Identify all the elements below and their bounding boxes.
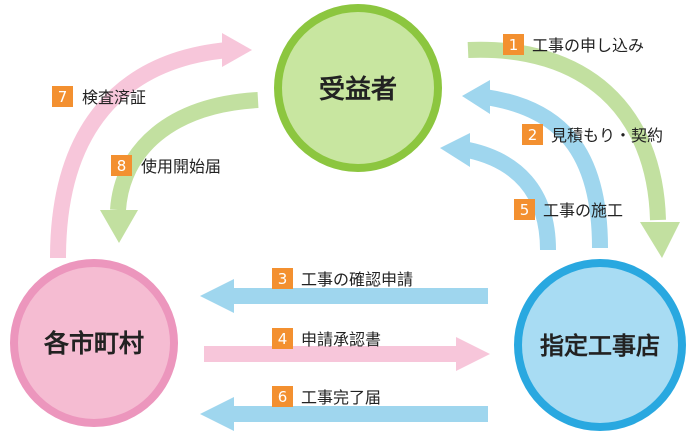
node-beneficiary-label: 受益者 [319,74,397,105]
step-3-number: 3 [278,270,288,288]
step-6-label: 工事完了届 [301,388,381,407]
node-contractor-label: 指定工事店 [540,332,660,360]
arrow-step-6 [200,397,488,431]
step-5-number: 5 [520,201,530,219]
step-3-label: 工事の確認申請 [301,270,413,289]
step-5-badge [514,199,535,220]
step-2-badge [522,124,543,145]
step-8-label: 使用開始届 [141,157,221,176]
step-6: 6 工事完了届 [272,386,381,407]
step-7-badge [52,86,73,107]
step-6-number: 6 [278,388,288,406]
step-2-label: 見積もり・契約 [551,126,663,145]
step-4-badge [272,328,293,349]
step-4: 4 申請承認書 [272,328,381,349]
arrow-step-5 [440,133,556,251]
step-3-badge [272,268,293,289]
step-2: 2 見積もり・契約 [522,124,663,145]
step-1-badge [503,34,524,55]
node-contractor: 指定工事店 [514,259,686,431]
step-8-badge [111,155,132,176]
node-municipality-label: 各市町村 [43,329,144,358]
arrow-step-2 [462,80,608,249]
step-1-number: 1 [509,36,519,54]
node-beneficiary: 受益者 [274,4,442,172]
node-municipality: 各市町村 [10,259,178,427]
arrow-step-4 [204,337,490,371]
step-2-number: 2 [528,126,538,144]
arrow-step-7 [50,33,252,259]
step-7-label: 検査済証 [82,88,146,107]
step-4-number: 4 [278,330,288,348]
step-3: 3 工事の確認申請 [272,268,413,289]
step-5-label: 工事の施工 [543,201,623,220]
step-1: 1 工事の申し込み [503,34,644,55]
step-1-label: 工事の申し込み [532,36,644,55]
arrow-step-8 [100,92,259,243]
step-8: 8 使用開始届 [111,155,221,176]
step-7-number: 7 [58,88,68,106]
arrow-step-3 [200,279,488,313]
step-7: 7 検査済証 [52,86,146,107]
step-4-label: 申請承認書 [301,330,381,349]
step-5: 5 工事の施工 [514,199,623,220]
step-6-badge [272,386,293,407]
step-8-number: 8 [117,157,127,175]
